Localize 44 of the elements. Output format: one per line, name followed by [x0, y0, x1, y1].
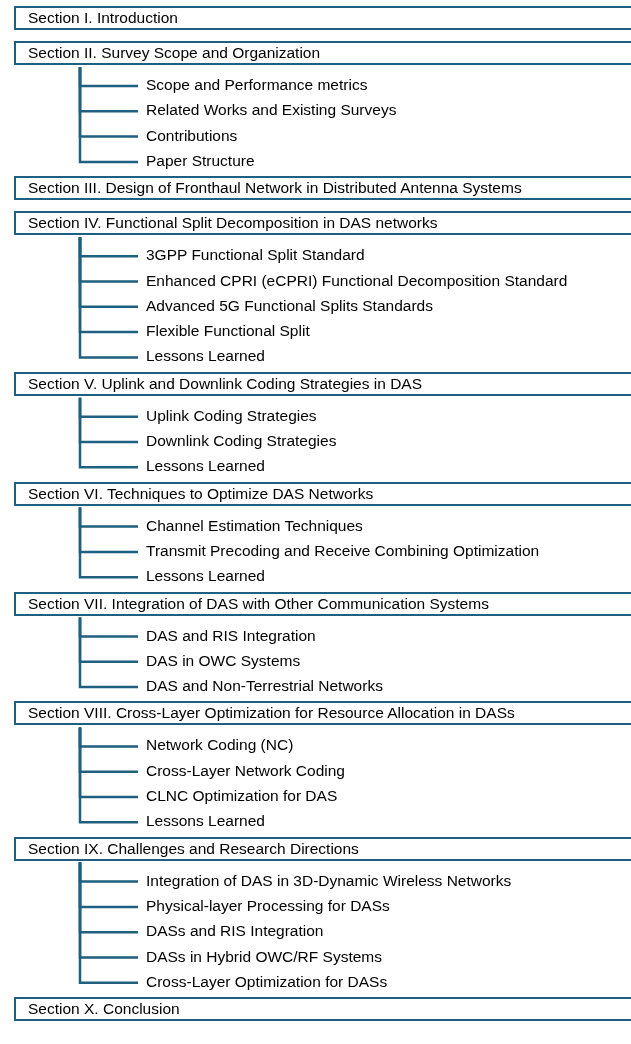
- subsection-text: DAS and Non-Terrestrial Networks: [140, 675, 383, 698]
- subsection-text: Enhanced CPRI (eCPRI) Functional Decomposition Standard: [140, 269, 568, 292]
- section-box: Section VIII. Cross-Layer Optimization for Resource Allocation in DASs: [14, 701, 631, 726]
- subsection-text: Cross-Layer Network Coding: [140, 759, 345, 782]
- section-box: Section V. Uplink and Downlink Coding Strategies in DAS: [14, 371, 631, 396]
- subsection-text: Transmit Precoding and Receive Combining Optimization: [140, 539, 540, 562]
- subsection-text: Cross-Layer Optimization for DASs: [140, 970, 388, 993]
- subsection-text: DAS in OWC Systems: [140, 649, 301, 672]
- subsection-text: Physical-layer Processing for DASs: [140, 894, 390, 917]
- subsection-text: Flexible Functional Split: [140, 320, 310, 343]
- subsection-text: Lessons Learned: [140, 810, 265, 833]
- section-box: Section VII. Integration of DAS with Other Communication Systems: [14, 591, 631, 616]
- subsection-text: DASs and RIS Integration: [140, 920, 324, 943]
- connector-line: [78, 67, 138, 164]
- connector-line: [78, 727, 138, 824]
- section-box: Section II. Survey Scope and Organization: [14, 41, 631, 65]
- subsection-text: Scope and Performance metrics: [140, 74, 368, 96]
- section-box: Section I. Introduction: [14, 6, 631, 30]
- subsection-text: Network Coding (NC): [140, 734, 294, 757]
- connector-line: [78, 397, 138, 469]
- section-box: Section VI. Techniques to Optimize DAS Networks: [14, 481, 631, 506]
- subsection-text: DAS and RIS Integration: [140, 624, 316, 647]
- subsection-text: Paper Structure: [140, 149, 255, 172]
- subsection-text: Related Works and Existing Surveys: [140, 99, 397, 122]
- subsection-text: DASs in Hybrid OWC/RF Systems: [140, 945, 382, 968]
- connector-line: [78, 862, 138, 985]
- subsection-text: Contributions: [140, 124, 238, 147]
- section-box: Section III. Design of Fronthaul Network in Distributed Antenna Systems: [14, 176, 631, 201]
- subsection-text: Lessons Learned: [140, 345, 265, 368]
- subsection-text: Lessons Learned: [140, 455, 265, 478]
- connector-line: [78, 617, 138, 689]
- subsection-text: Uplink Coding Strategies: [140, 404, 317, 427]
- section-box: Section X. Conclusion: [14, 997, 631, 1022]
- section-box: Section IV. Functional Split Decomposition in DAS networks: [14, 211, 631, 236]
- subsection-text: Downlink Coding Strategies: [140, 430, 337, 452]
- subsection-text: 3GPP Functional Split Standard: [140, 244, 365, 267]
- connector-line: [78, 237, 138, 359]
- subsection-text: Channel Estimation Techniques: [140, 514, 363, 537]
- subsection-text: Integration of DAS in 3D-Dynamic Wireless Networks: [140, 869, 512, 892]
- connector-line: [78, 507, 138, 579]
- subsection-text: CLNC Optimization for DAS: [140, 785, 338, 807]
- section-box: Section IX. Challenges and Research Directions: [14, 836, 631, 861]
- subsection-text: Lessons Learned: [140, 565, 265, 588]
- subsection-text: Advanced 5G Functional Splits Standards: [140, 294, 433, 317]
